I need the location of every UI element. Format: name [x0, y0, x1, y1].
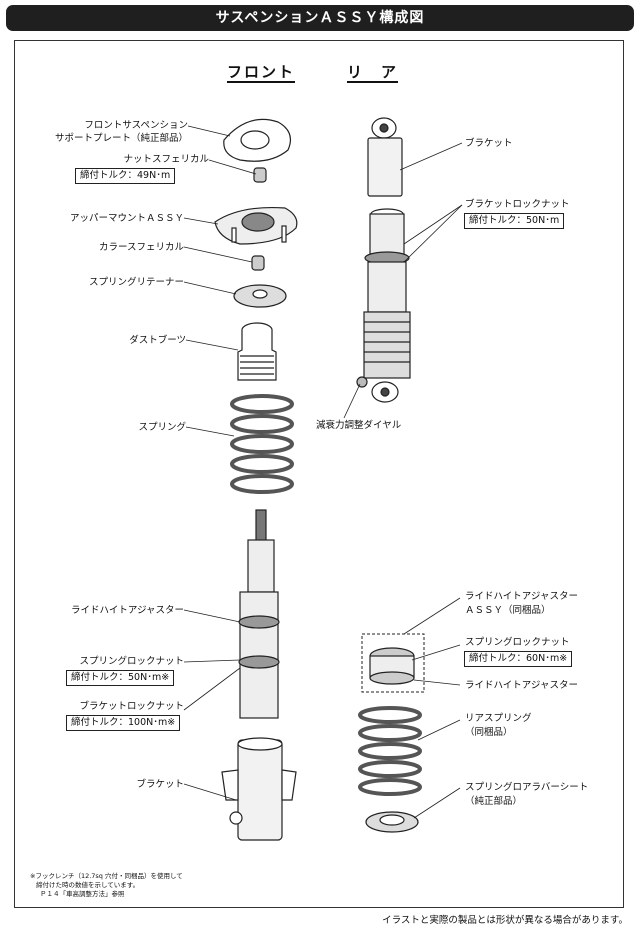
rear-rh-adjuster-label: ライドハイトアジャスター	[465, 680, 578, 691]
upper-mount-label: アッパーマウントＡＳＳＹ	[69, 213, 184, 224]
front-damper	[238, 509, 280, 719]
spring-retainer	[233, 284, 287, 308]
front-spring-lock-torque: 締付トルク：50N･m※	[66, 670, 175, 686]
rear-rh-adjuster	[361, 633, 425, 693]
rubber-seat-label-2: （純正部品）	[465, 796, 523, 807]
spring-retainer-label: スプリングリテーナー	[88, 277, 184, 288]
rear-bracket-lock-label: ブラケットロックナット	[465, 199, 570, 210]
support-plate-label-2: サポートプレート（純正部品）	[54, 133, 188, 144]
front-heading: フロント	[227, 63, 296, 83]
rear-bracket-lock-torque: 締付トルク：50N･m	[464, 213, 565, 229]
rear-spring	[358, 706, 422, 796]
front-spring	[230, 394, 294, 494]
dust-boots	[237, 322, 277, 381]
rear-spring-label-2: （同梱品）	[465, 727, 513, 738]
front-rh-adjuster-label: ライドハイトアジャスター	[71, 605, 184, 616]
diagram-frame	[14, 40, 624, 908]
rear-rh-assy-label-2: ＡＳＳＹ（同梱品）	[465, 605, 551, 616]
rear-heading: リ ア	[347, 63, 399, 83]
nut-spherical	[253, 167, 267, 183]
footer-disclaimer: イラストと実際の製品とは形状が異なる場合があります。	[382, 915, 628, 926]
note-line-1: ※フックレンチ（12.7sq 穴付・同梱品）を使用して	[30, 872, 183, 880]
support-plate	[223, 118, 291, 162]
support-plate-label-1: フロントサスペンション	[84, 120, 188, 131]
rear-spring-lock-torque: 締付トルク：60N･m※	[464, 651, 573, 667]
page-title: サスペンションＡＳＳＹ構成図	[6, 5, 634, 31]
front-bracket-label: ブラケット	[136, 779, 184, 790]
front-bracket	[221, 737, 297, 841]
rear-bracket	[367, 117, 403, 197]
front-bracket-lock-torque: 締付トルク：100N･m※	[66, 715, 181, 731]
dust-boots-label: ダストブーツ	[129, 335, 186, 346]
rubber-seat-label-1: スプリングロアラバーシート	[465, 782, 589, 793]
upper-mount	[214, 206, 298, 245]
nut-spherical-label: ナットスフェリカル	[123, 154, 209, 165]
front-bracket-lock-label: ブラケットロックナット	[79, 701, 184, 712]
collar-spherical-label: カラースフェリカル	[98, 242, 184, 253]
front-spring-label: スプリング	[138, 422, 186, 433]
note-line-2: 締付けた時の数値を示しています。	[36, 881, 140, 889]
front-spring-lock-label: スプリングロックナット	[79, 656, 184, 667]
note-line-3: Ｐ１４「車高調整方法」参照	[40, 890, 125, 898]
nut-torque-label: 締付トルク：49N･m	[75, 168, 176, 184]
rear-damper	[356, 208, 411, 403]
rear-lower-rubber-seat	[365, 811, 419, 833]
rear-rh-assy-label-1: ライドハイトアジャスター	[465, 591, 578, 602]
rear-bracket-label: ブラケット	[465, 138, 513, 149]
collar-spherical	[251, 255, 265, 271]
rear-spring-label-1: リアスプリング	[465, 713, 532, 724]
rear-spring-lock-label: スプリングロックナット	[465, 637, 570, 648]
damping-dial-label: 減衰力調整ダイヤル	[316, 420, 402, 431]
